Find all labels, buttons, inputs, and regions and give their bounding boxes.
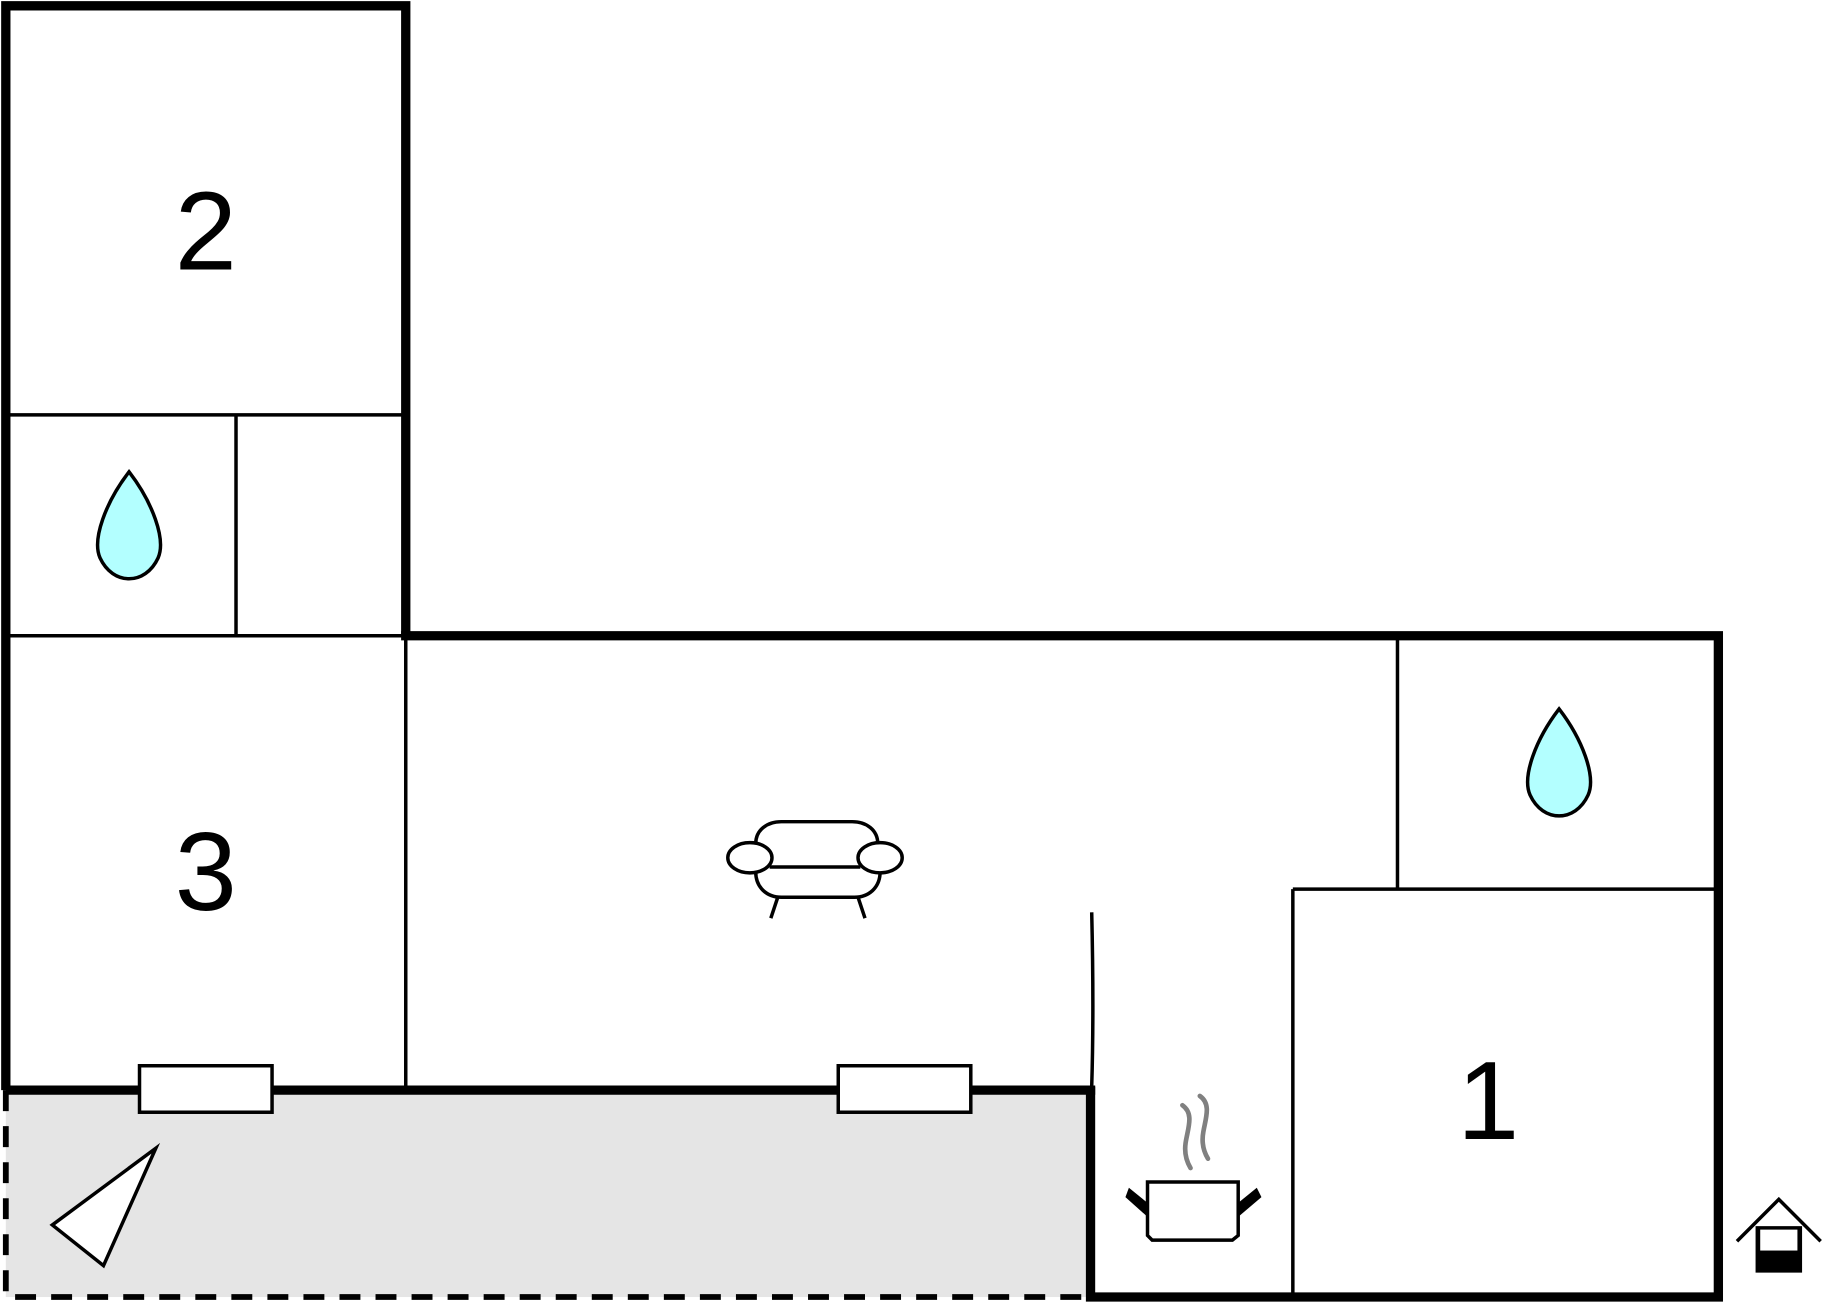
room-label-1: 1 <box>1457 1038 1519 1163</box>
compass-north-arrow-icon <box>49 1142 161 1269</box>
sofa-icon <box>726 819 904 919</box>
window <box>137 1064 274 1114</box>
room-label-2: 2 <box>175 169 237 294</box>
terrace-area <box>5 1090 1091 1298</box>
house-legend-icon <box>1735 1196 1822 1273</box>
room-label-3: 3 <box>175 809 237 934</box>
water-drop-icon <box>1525 706 1593 818</box>
water-drop-icon <box>95 468 163 581</box>
cooking-pot-icon <box>1125 1093 1262 1242</box>
window <box>836 1064 973 1114</box>
interior-walls <box>5 413 1719 1298</box>
